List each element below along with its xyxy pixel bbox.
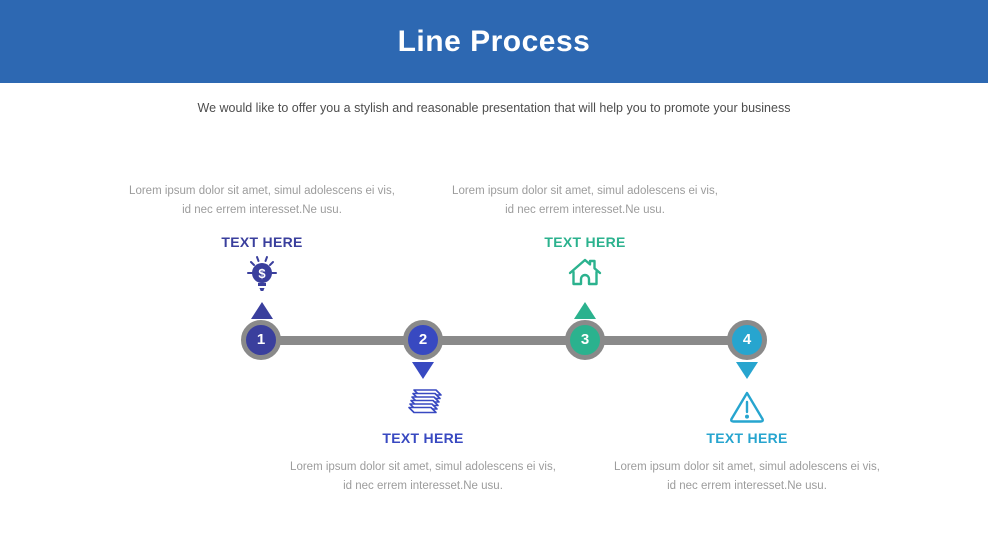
slide-header: Line Process [0,0,988,83]
money-idea-bulb-icon: $ [92,252,432,296]
step-2-description: Lorem ipsum dolor sit amet, simul adoles… [290,461,556,492]
svg-text:$: $ [258,266,266,281]
step-3-label: TEXT HERE [544,234,626,250]
step-4-label: TEXT HERE [706,430,788,446]
timeline-node-1: 1 [241,320,281,360]
step-2-pointer-down [253,362,593,380]
timeline-node-2: 2 [403,320,443,360]
timeline-node-3: 3 [565,320,605,360]
layers-stack-icon [253,388,593,432]
step-1-description: Lorem ipsum dolor sit amet, simul adoles… [129,185,395,216]
step-1-pointer-up [92,302,432,320]
timeline-line [257,336,751,345]
step-2-column: TEXT HERE Lorem ipsum dolor sit amet, si… [253,362,593,504]
timeline-node-4-number: 4 [742,331,752,348]
slide-title: Line Process [397,25,591,58]
timeline-node-4: 4 [727,320,767,360]
slide-subtitle: We would like to offer you a stylish and… [197,101,791,115]
step-3-pointer-up [415,302,755,320]
timeline-node-3-number: 3 [580,331,590,348]
timeline-node-1-number: 1 [256,331,266,348]
step-1-label: TEXT HERE [221,234,303,250]
warning-triangle-icon [577,388,917,432]
step-4-pointer-down [577,362,917,380]
step-4-column: TEXT HERE Lorem ipsum dolor sit amet, si… [577,362,917,504]
step-3-column: Lorem ipsum dolor sit amet, simul adoles… [415,182,755,324]
step-1-column: Lorem ipsum dolor sit amet, simul adoles… [92,182,432,324]
home-icon [415,252,755,296]
step-4-description: Lorem ipsum dolor sit amet, simul adoles… [614,461,880,492]
step-3-description: Lorem ipsum dolor sit amet, simul adoles… [452,185,718,216]
timeline-node-2-number: 2 [418,331,428,348]
step-2-label: TEXT HERE [382,430,464,446]
